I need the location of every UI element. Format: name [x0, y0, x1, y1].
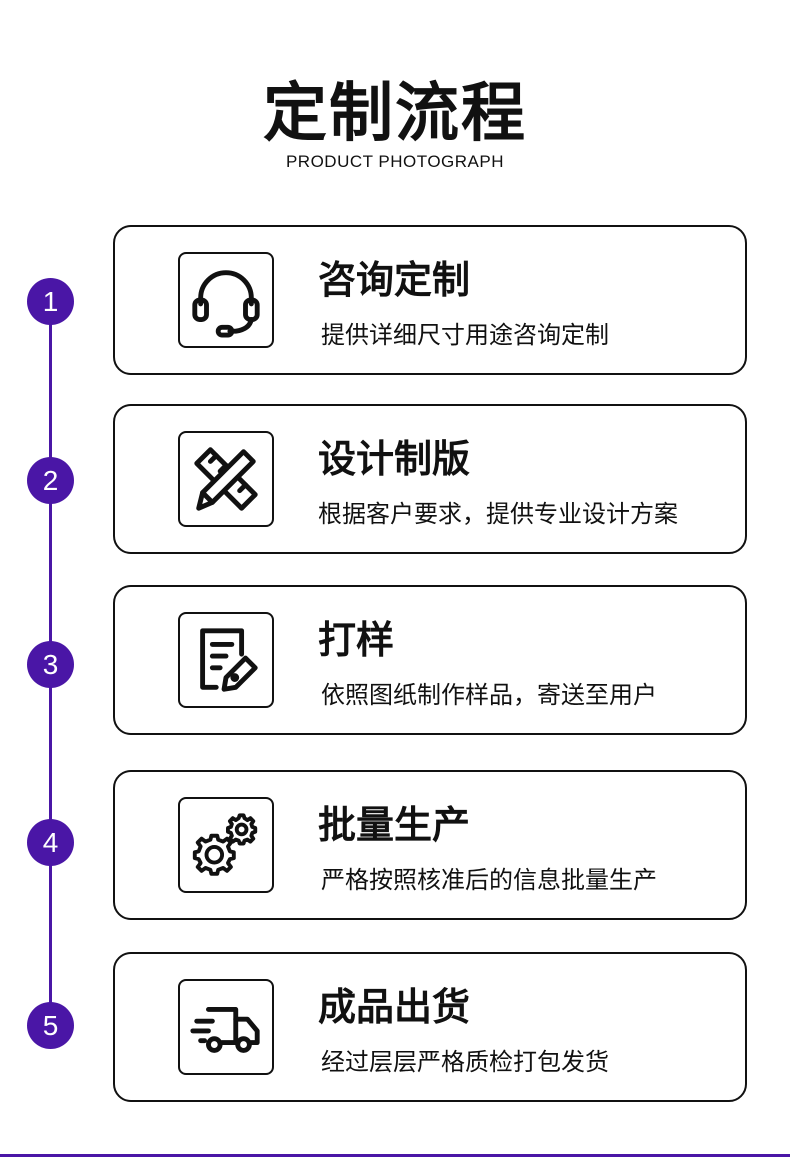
step-number-3: 3: [27, 641, 74, 688]
step-number-5: 5: [27, 1002, 74, 1049]
step-title: 设计制版: [318, 437, 471, 481]
step-title: 打样: [318, 618, 395, 662]
step-description: 依照图纸制作样品，寄送至用户: [321, 681, 657, 709]
delivery-truck-icon: [178, 979, 274, 1075]
step-description: 经过层层严格质检打包发货: [321, 1048, 609, 1076]
headset-icon: [178, 252, 274, 348]
step-title: 咨询定制: [318, 258, 471, 302]
page-title: 定制流程: [263, 77, 527, 151]
step-card-production: 批量生产 严格按照核准后的信息批量生产: [113, 770, 747, 920]
step-card-sample: 打样 依照图纸制作样品，寄送至用户: [113, 585, 747, 735]
step-number-4: 4: [27, 819, 74, 866]
step-card-design: 设计制版 根据客户要求，提供专业设计方案: [113, 404, 747, 554]
step-description: 根据客户要求，提供专业设计方案: [318, 500, 678, 528]
step-description: 严格按照核准后的信息批量生产: [321, 866, 657, 894]
step-number-2: 2: [27, 457, 74, 504]
step-card-consult: 咨询定制 提供详细尺寸用途咨询定制: [113, 225, 747, 375]
bottom-divider: [0, 1154, 790, 1157]
step-number-1: 1: [27, 278, 74, 325]
step-description: 提供详细尺寸用途咨询定制: [321, 321, 609, 349]
gears-icon: [178, 797, 274, 893]
step-card-shipping: 成品出货 经过层层严格质检打包发货: [113, 952, 747, 1102]
page-subtitle: PRODUCT PHOTOGRAPH: [285, 152, 505, 171]
step-title: 成品出货: [318, 985, 471, 1029]
pencil-ruler-icon: [178, 431, 274, 527]
step-title: 批量生产: [318, 803, 471, 847]
document-edit-icon: [178, 612, 274, 708]
